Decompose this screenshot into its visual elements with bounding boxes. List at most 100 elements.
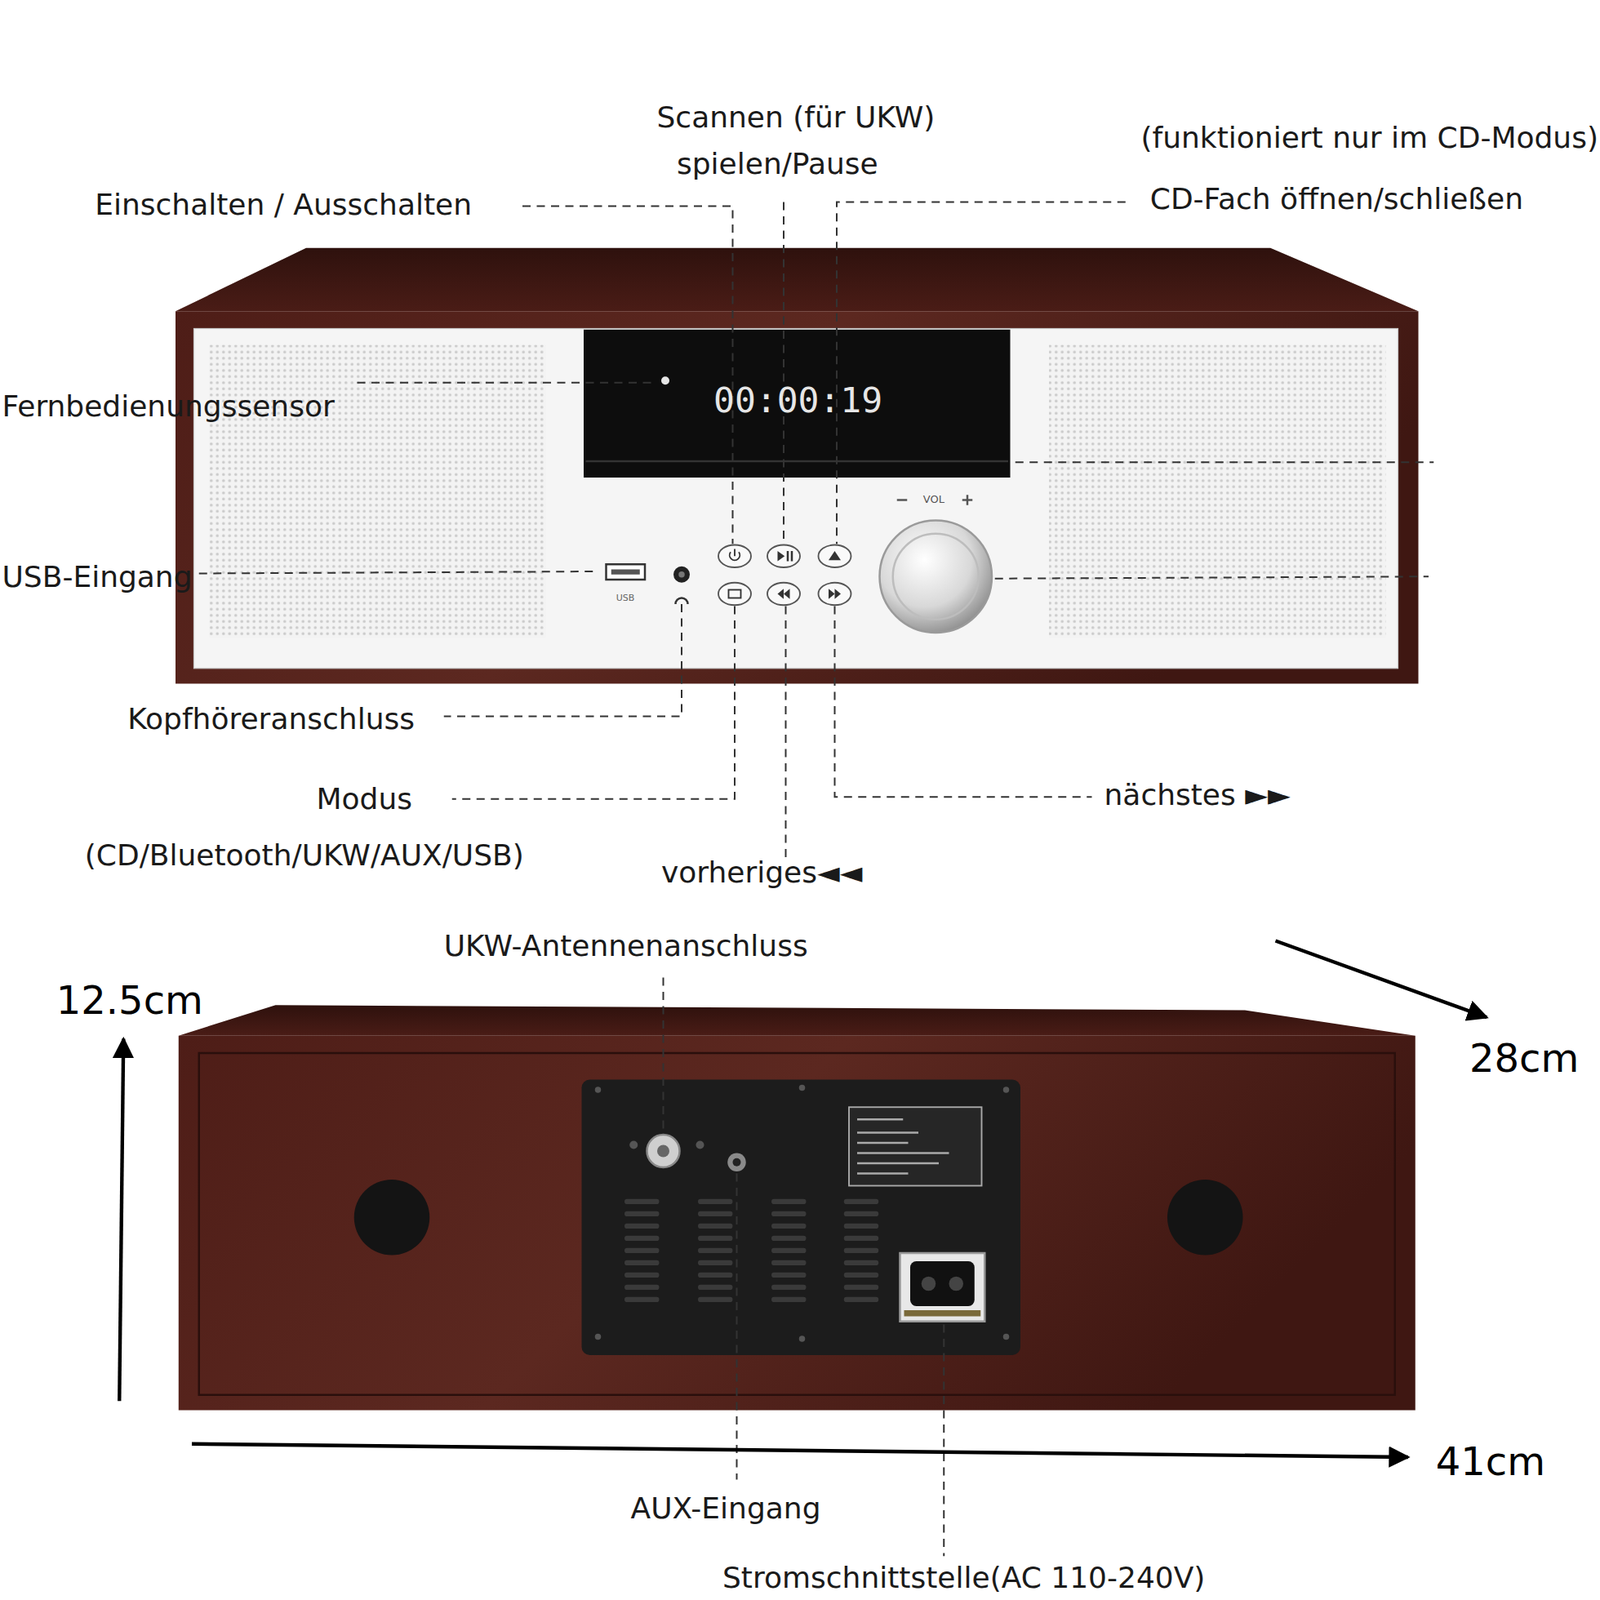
illustration-polyline: [942, 1324, 945, 1557]
illustration-circle: [678, 571, 685, 578]
callout-label: (CD/Bluetooth/UKW/AUX/USB): [84, 838, 525, 872]
illustration-path: [828, 588, 836, 600]
device-marking: USB: [616, 593, 636, 605]
illustration-line: [857, 1172, 909, 1175]
illustration-rect: [583, 329, 1011, 478]
dimension-arrows: [119, 941, 1487, 1458]
illustration-rect: [771, 1260, 807, 1266]
illustration-rect: [175, 311, 1419, 684]
illustration-circle: [799, 1084, 806, 1092]
illustration-circle: [949, 1276, 965, 1292]
illustration-circle: [727, 1153, 747, 1173]
leader-lines: [199, 202, 1435, 858]
callout-label: spielen/Pause: [676, 146, 879, 181]
illustration-rect: [844, 1284, 880, 1290]
illustration-polygon: [175, 248, 1419, 312]
illustration-rect: [697, 1211, 734, 1217]
illustration-polyline: [199, 571, 598, 574]
illustration-rect: [844, 1235, 880, 1241]
illustration-rect: [771, 1284, 807, 1290]
front-view: [175, 248, 1419, 685]
illustration-path: [777, 551, 786, 562]
leader-lines: [663, 977, 945, 1557]
illustration-polyline: [1015, 461, 1435, 463]
illustration-path: [783, 588, 791, 600]
illustration-polyline: [522, 206, 734, 545]
illustration-polyline: [836, 202, 1126, 545]
illustration-line: [733, 549, 736, 557]
illustration-rect: [844, 1211, 880, 1217]
illustration-g: [595, 1084, 1010, 1343]
illustration-circle: [354, 1179, 431, 1256]
illustration-circle: [595, 1086, 602, 1094]
illustration-g: [777, 551, 842, 600]
illustration-line: [857, 1151, 950, 1155]
callout-label: Kopfhöreranschluss: [127, 702, 415, 736]
illustration-circle: [657, 1145, 670, 1158]
illustration-circle: [673, 566, 690, 583]
illustration-g: [624, 1199, 879, 1303]
back-view: [178, 1004, 1416, 1410]
illustration-rect: [900, 1253, 986, 1322]
illustration-rect: [697, 1248, 734, 1254]
illustration-rect: [624, 1248, 660, 1254]
illustration-rect: [697, 1223, 734, 1229]
illustration-line: [857, 1131, 919, 1134]
illustration-rect: [844, 1297, 880, 1303]
illustration-rect: [844, 1272, 880, 1278]
callout-label: vorheriges◄◄: [661, 855, 863, 889]
illustration-rect: [771, 1199, 807, 1205]
illustration-rect: [844, 1260, 880, 1266]
illustration-polyline: [785, 606, 787, 858]
illustration-rect: [624, 1199, 660, 1205]
illustration-path: [777, 588, 785, 600]
callout-label: CD-Fach öffnen/schließen: [1150, 182, 1524, 216]
illustration-rect: [624, 1223, 660, 1229]
callout-label: AUX-Eingang: [631, 1491, 822, 1525]
illustration-rect: [771, 1223, 807, 1229]
illustration-rect: [199, 1053, 1396, 1396]
illustration-polyline: [782, 202, 785, 545]
illustration-rect: [848, 1106, 983, 1186]
callout-label: Einschalten / Ausschalten: [94, 187, 472, 222]
illustration-circle: [647, 1134, 680, 1168]
illustration-path: [828, 551, 841, 560]
callout-label: Modus: [316, 782, 414, 816]
illustration-rect: [1048, 345, 1387, 639]
illustration-rect: [771, 1272, 807, 1278]
illustration-rect: [844, 1199, 880, 1205]
illustration-rect: [697, 1297, 734, 1303]
illustration-circle: [661, 376, 670, 385]
callout-label: Stromschnittstelle(AC 110-240V): [722, 1560, 1205, 1595]
illustration-rect: [791, 551, 794, 562]
callout-label: Fernbedienungssensor: [2, 389, 335, 423]
illustration-circle: [893, 533, 979, 620]
illustration-ellipse: [718, 545, 752, 569]
dimension-label: 12.5cm: [56, 977, 204, 1023]
illustration-circle: [1003, 1333, 1010, 1341]
illustration-rect: [624, 1297, 660, 1303]
illustration-line: [857, 1142, 909, 1145]
illustration-rect: [624, 1211, 660, 1217]
dimension-label: 28cm: [1469, 1035, 1579, 1081]
illustration-circle: [880, 520, 993, 634]
illustration-rect: [771, 1235, 807, 1241]
illustration-rect: [844, 1223, 880, 1229]
illustration-line: [857, 1162, 939, 1165]
illustration-rect: [910, 1261, 975, 1307]
note-label: (funktioniert nur im CD-Modus): [1141, 120, 1599, 155]
callout-label: Scannen (für UKW): [657, 100, 936, 134]
illustration-rect: [728, 590, 742, 599]
dimension-label: 41cm: [1435, 1439, 1546, 1485]
illustration-polyline: [357, 382, 656, 384]
illustration-ellipse: [718, 582, 752, 606]
illustration-rect: [606, 564, 646, 580]
illustration-rect: [624, 1235, 660, 1241]
illustration-circle: [921, 1276, 937, 1292]
illustration-rect: [624, 1272, 660, 1278]
illustration-polyline: [444, 604, 682, 717]
illustration-rect: [624, 1260, 660, 1266]
illustration-ellipse: [818, 582, 852, 606]
illustration-g: [718, 545, 852, 606]
